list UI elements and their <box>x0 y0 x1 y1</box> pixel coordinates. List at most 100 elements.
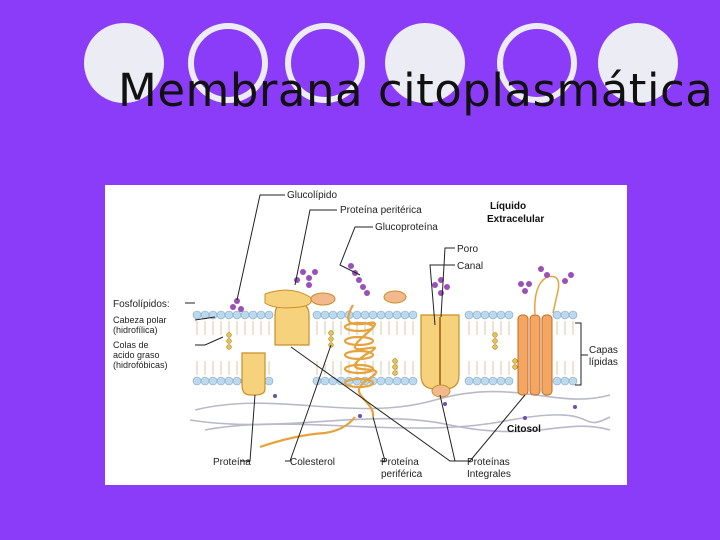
phospholipid-head <box>384 376 394 386</box>
phospholipid-head <box>568 310 578 320</box>
label-liquido: Líquido <box>490 201 526 212</box>
membrane-diagram: Glucolípido Proteína peritérica Glucopro… <box>113 190 618 480</box>
channel-loop <box>534 275 560 316</box>
phospholipid-head <box>408 376 418 386</box>
phospholipid-head <box>488 310 498 320</box>
phospholipid-head <box>328 310 338 320</box>
slide-title: Membrana citoplasmática <box>118 64 714 117</box>
cytoskeleton-fibers <box>189 390 611 433</box>
phospholipid-head <box>216 376 226 386</box>
phospholipid-head <box>368 310 378 320</box>
phospholipid-head <box>464 376 474 386</box>
phospholipid-head <box>336 310 346 320</box>
phospholipid-head <box>560 376 570 386</box>
decor-circle-2 <box>385 23 465 103</box>
label-glucoproteina: Glucoproteína <box>375 222 438 233</box>
channel-protein <box>517 314 553 396</box>
phospholipid-head <box>216 310 226 320</box>
integral-protein-left <box>274 302 310 346</box>
phospholipid-head <box>552 376 562 386</box>
label-proteina-periterica: Proteína peritérica <box>340 205 422 216</box>
label-citosol: Citosol <box>507 424 541 435</box>
decor-ring-3 <box>497 23 577 103</box>
phospholipid-head <box>208 376 218 386</box>
phospholipid-head <box>392 376 402 386</box>
peripheral-protein-small <box>383 290 407 304</box>
decor-circle-3 <box>598 23 678 103</box>
phospholipid-head <box>552 310 562 320</box>
phospholipid-head <box>496 310 506 320</box>
phospholipid-head <box>400 376 410 386</box>
phospholipid-head <box>264 310 274 320</box>
label-proteinas: Proteínas <box>467 457 510 468</box>
phospholipid-head <box>256 310 266 320</box>
phospholipid-head <box>392 310 402 320</box>
phospholipid-head <box>504 376 514 386</box>
label-poro: Poro <box>457 244 479 255</box>
phospholipid-head <box>560 310 570 320</box>
phospholipid-head <box>192 376 202 386</box>
phospholipid-head <box>472 310 482 320</box>
phospholipid-head <box>328 376 338 386</box>
cytoskeleton-beads <box>273 394 577 420</box>
phospholipid-head <box>200 376 210 386</box>
leader-lines <box>185 194 588 462</box>
sugar-chains <box>230 263 574 312</box>
phospholipid-head <box>232 310 242 320</box>
decor-ring-2 <box>285 23 365 103</box>
phospholipid-head <box>496 376 506 386</box>
label-colesterol: Colesterol <box>290 457 335 468</box>
label-lipidas: lípidas <box>589 357 618 368</box>
phospholipid-head <box>360 310 370 320</box>
label-integrales: Integrales <box>467 469 511 480</box>
label-glucolipido: Glucolípido <box>287 190 337 201</box>
phospholipid-head <box>376 310 386 320</box>
phospholipid-head <box>480 376 490 386</box>
peripheral-protein-top <box>264 289 312 309</box>
label-capas: Capas <box>589 345 618 356</box>
phospholipid-head <box>568 376 578 386</box>
label-fosfolipidos: Fosfolípidos: <box>113 299 170 310</box>
phospholipid-heads-outer <box>192 310 578 320</box>
integral-protein-bottom <box>241 352 266 396</box>
label-extracelular: Extracelular <box>487 214 544 225</box>
phospholipid-head <box>232 376 242 386</box>
label-proteina-periferica: Proteína <box>381 457 419 468</box>
phospholipid-head <box>464 310 474 320</box>
phospholipid-head <box>384 310 394 320</box>
phospholipid-head <box>352 310 362 320</box>
peripheral-chain <box>259 416 356 449</box>
phospholipid-head <box>320 376 330 386</box>
phospholipid-head <box>224 310 234 320</box>
label-colas-de: Colas de <box>113 340 149 350</box>
label-hidrofilica: (hidrofílica) <box>113 325 158 335</box>
phospholipid-head <box>248 310 258 320</box>
label-acido-graso: acido graso <box>113 350 160 360</box>
label-proteina: Proteína <box>213 457 251 468</box>
phospholipid-head <box>504 310 514 320</box>
label-periferica: periférica <box>381 469 423 480</box>
helix-protein <box>343 304 378 418</box>
membrane-figure: Glucolípido Proteína peritérica Glucopro… <box>105 185 627 485</box>
decor-ring-1 <box>188 23 268 103</box>
label-hidrofobicas: (hidrofóbicas) <box>113 360 168 370</box>
peripheral-protein-bead <box>310 292 336 306</box>
phospholipid-head <box>408 310 418 320</box>
phospholipid-head <box>312 310 322 320</box>
pore-bead <box>431 384 451 398</box>
decor-circle-1 <box>84 23 164 103</box>
phospholipid-head <box>488 376 498 386</box>
phospholipid-head <box>192 310 202 320</box>
cholesterol-molecules <box>226 330 518 376</box>
phospholipid-head <box>472 376 482 386</box>
phospholipid-head <box>480 310 490 320</box>
label-cabeza-polar: Cabeza polar <box>113 315 167 325</box>
phospholipid-head <box>264 376 274 386</box>
phospholipid-head <box>400 310 410 320</box>
label-canal: Canal <box>457 261 483 272</box>
phospholipid-head <box>376 376 386 386</box>
phospholipid-head <box>320 310 330 320</box>
phospholipid-head <box>240 310 250 320</box>
phospholipid-head <box>224 376 234 386</box>
